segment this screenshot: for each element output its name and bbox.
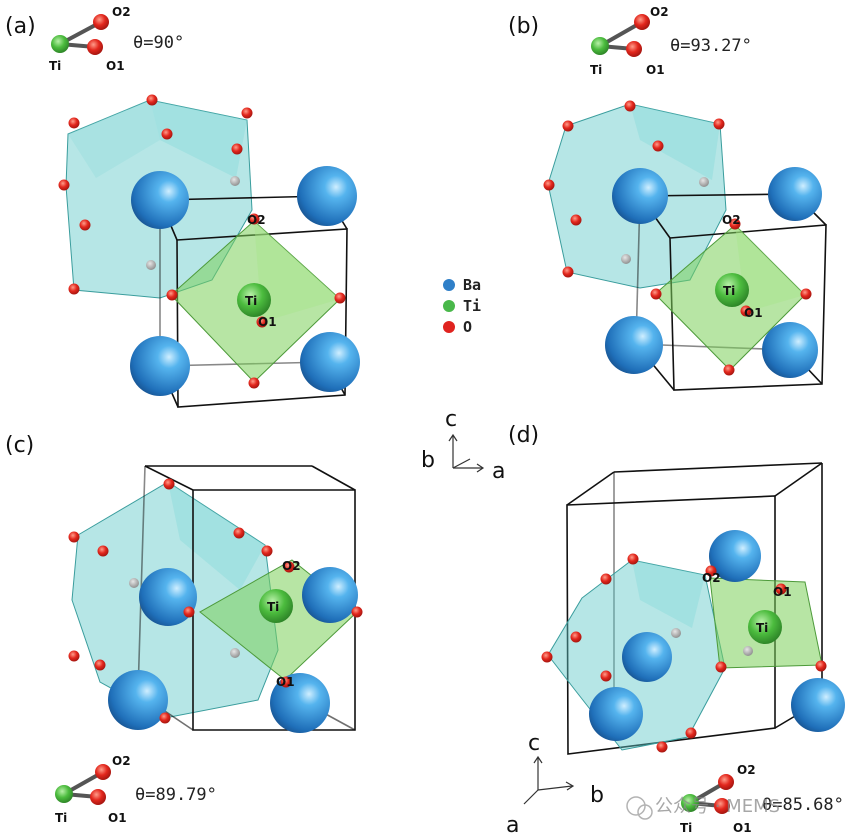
axes-indicator: c b a (421, 407, 505, 484)
bond-angle-inset: O2 O1 Ti θ=85.68° (680, 763, 844, 835)
ti-atom (259, 589, 293, 623)
o1-atom (714, 798, 730, 814)
panel-label: (b) (508, 14, 539, 39)
axis-c-label: c (445, 407, 457, 432)
ti-label: Ti (245, 294, 257, 308)
legend-ti-swatch (443, 300, 455, 312)
angle-value: θ=89.79° (135, 785, 217, 805)
o1-atom (90, 789, 106, 805)
legend-o-label: O (463, 318, 472, 336)
ba-atom (768, 167, 822, 221)
o1-label: O1 (646, 63, 665, 77)
ti-label: Ti (590, 63, 602, 77)
ti-label: Ti (756, 621, 768, 635)
legend-o-swatch (443, 321, 455, 333)
angle-value: θ=85.68° (762, 795, 844, 815)
panel-b: (b) O2 O1 Ti θ=93.27° (508, 5, 827, 391)
svg-text:O1: O1 (276, 675, 295, 689)
o2-atom (93, 14, 109, 30)
o1-atom (87, 39, 103, 55)
o1-atom (626, 41, 642, 57)
ti-atom (237, 283, 271, 317)
axis-c-label: c (528, 731, 540, 756)
angle-value: θ=90° (133, 33, 184, 53)
ba-atom (622, 632, 672, 682)
ba-atom (131, 171, 189, 229)
ba-atom (612, 168, 668, 224)
panel-label: (c) (5, 433, 34, 458)
svg-text:O2: O2 (282, 559, 301, 573)
o1-label: O1 (106, 59, 125, 73)
ba-atom (589, 687, 643, 741)
axis-a-label: a (492, 459, 505, 484)
ti-atom (715, 273, 749, 307)
watermark-text: 公众号 · MEMS (655, 796, 780, 817)
angle-value: θ=93.27° (670, 36, 752, 56)
svg-text:O2: O2 (247, 213, 266, 227)
ba-atom (297, 166, 357, 226)
o2-label: O2 (650, 5, 669, 19)
wechat-icon (626, 796, 646, 816)
ba-atom (762, 322, 818, 378)
axis-b-label: b (421, 448, 435, 473)
o2-label: O2 (112, 754, 131, 768)
o1-label: O1 (108, 811, 127, 825)
watermark: 公众号 · MEMS (626, 796, 780, 820)
legend-ba-label: Ba (463, 276, 481, 294)
bond-angle-inset: O2 O1 Ti θ=89.79° (55, 754, 217, 825)
o2-label: O2 (737, 763, 756, 777)
panel-c: (c) Ti O2 O1 (5, 433, 363, 825)
ba-atom (302, 567, 358, 623)
o2-atom (95, 764, 111, 780)
axis-a-label: a (506, 813, 519, 838)
bond-angle-inset: O2 O1 Ti θ=93.27° (590, 5, 752, 77)
axes-indicator: c b a (506, 731, 604, 838)
ti-label: Ti (680, 821, 692, 835)
ba-atom (108, 670, 168, 730)
legend: Ba Ti O (443, 276, 481, 336)
ba-atom (791, 678, 845, 732)
unit-cell (566, 462, 823, 755)
o2-label: O2 (112, 5, 131, 19)
ba-atom (130, 336, 190, 396)
svg-text:O1: O1 (258, 315, 277, 329)
ti-atom (591, 37, 609, 55)
panel-a: (a) O2 O1 Ti θ=90° (5, 5, 360, 408)
ba-atom (270, 673, 330, 733)
o1-label: O1 (733, 821, 752, 835)
legend-ti-label: Ti (463, 297, 481, 315)
ba-atom (139, 568, 197, 626)
ti-atom (55, 785, 73, 803)
ti-atom (51, 35, 69, 53)
axis-b-label: b (590, 783, 604, 808)
ti-label: Ti (55, 811, 67, 825)
bond-angle-inset: O2 O1 Ti θ=90° (49, 5, 184, 73)
svg-text:O1: O1 (744, 306, 763, 320)
ti-label: Ti (723, 284, 735, 298)
panel-label: (a) (5, 14, 36, 39)
ba-atom (605, 316, 663, 374)
o2-atom (634, 14, 650, 30)
ba-atom (300, 332, 360, 392)
o2-atom (718, 774, 734, 790)
ba-atom (709, 530, 761, 582)
svg-text:O2: O2 (722, 213, 741, 227)
ti-atom (748, 610, 782, 644)
panel-label: (d) (508, 423, 539, 448)
panel-d: (d) Ti O2 O1 (506, 423, 845, 838)
legend-ba-swatch (443, 279, 455, 291)
svg-text:O2: O2 (702, 571, 721, 585)
svg-text:O1: O1 (773, 585, 792, 599)
ti-label: Ti (49, 59, 61, 73)
ti-label: Ti (267, 600, 279, 614)
ti-atom (681, 794, 699, 812)
